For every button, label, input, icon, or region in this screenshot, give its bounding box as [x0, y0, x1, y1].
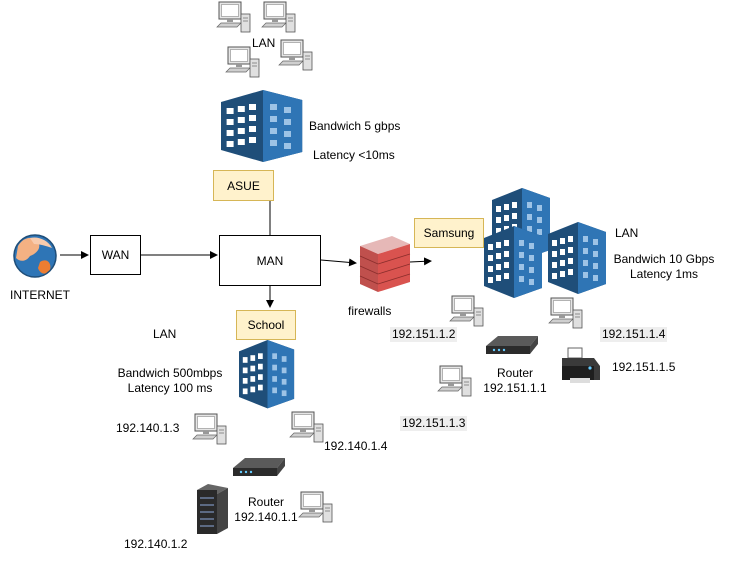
man-node[interactable]: MAN [219, 235, 321, 286]
office-building-icon [548, 222, 606, 294]
edge-man-firewall [320, 258, 357, 267]
samsung-pc-ip: 192.151.1.3 [400, 416, 468, 431]
samsung-router-label: Router [496, 366, 534, 380]
samsung-printer-ip: 192.151.1.5 [612, 360, 676, 374]
samsung-bandwidth: Bandwich 10 Gbps [613, 252, 715, 266]
desktop-pc-icon [216, 1, 251, 33]
office-building-icon [221, 90, 303, 162]
wan-node[interactable]: WAN [90, 235, 141, 275]
school-latency: Latency 100 ms [127, 381, 213, 395]
school-router-label: Router [247, 495, 285, 509]
router-icon [486, 336, 538, 354]
server-rack-icon [197, 484, 228, 534]
asue-label: ASUE [227, 178, 260, 193]
samsung-pc-ip: 192.151.1.4 [600, 327, 668, 342]
asue-latency: Latency <10ms [313, 148, 395, 162]
school-bandwidth: Bandwich 500mbps [117, 366, 223, 380]
school-pc-ip: 192.140.1.4 [324, 439, 388, 453]
samsung-router-ip: 192.151.1.1 [483, 381, 547, 395]
desktop-pc-icon [289, 411, 324, 443]
school-tag[interactable]: School [236, 310, 296, 340]
man-label: MAN [256, 253, 284, 268]
office-building-icon [484, 226, 542, 298]
router-icon [233, 458, 285, 476]
globe-icon [13, 234, 57, 278]
samsung-lan-label: LAN [615, 226, 639, 240]
samsung-label: Samsung [423, 226, 475, 240]
desktop-pc-icon [548, 297, 583, 329]
school-lan-label: LAN [153, 327, 177, 341]
edge-firewall-samsung [409, 257, 432, 266]
desktop-pc-icon [449, 295, 484, 327]
desktop-pc-icon [192, 413, 227, 445]
samsung-latency: Latency 1ms [629, 267, 699, 281]
school-pc-ip: 192.140.1.2 [124, 537, 188, 551]
printer-icon [562, 347, 600, 383]
samsung-pc-ip: 192.151.1.2 [390, 327, 458, 342]
asue-bandwidth: Bandwich 5 gbps [309, 119, 401, 133]
asue-lan-label: LAN [252, 36, 276, 50]
desktop-pc-icon [225, 46, 260, 78]
school-label: School [247, 318, 285, 332]
wan-label: WAN [101, 248, 130, 262]
samsung-tag[interactable]: Samsung [414, 218, 484, 248]
office-building-icon [239, 340, 295, 409]
desktop-pc-icon [261, 1, 296, 33]
desktop-pc-icon [278, 39, 313, 71]
asue-tag[interactable]: ASUE [213, 170, 274, 201]
internet-label: INTERNET [10, 288, 70, 302]
firewall-icon [359, 236, 411, 292]
school-router-ip: 192.140.1.1 [234, 510, 298, 524]
firewalls-label: firewalls [348, 304, 392, 318]
desktop-pc-icon [437, 365, 472, 397]
school-pc-ip: 192.140.1.3 [116, 421, 180, 435]
